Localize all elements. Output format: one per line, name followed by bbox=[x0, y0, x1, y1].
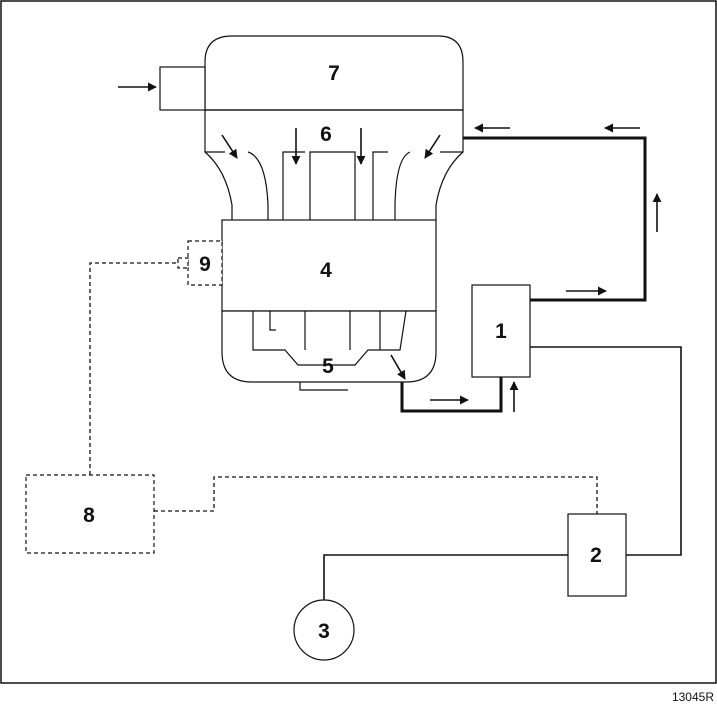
arrow-exhaust-out bbox=[390, 354, 406, 380]
label-3: 3 bbox=[318, 620, 330, 643]
label-2: 2 bbox=[590, 544, 602, 567]
return-pipe-to-manifold bbox=[463, 136, 647, 302]
label-6: 6 bbox=[320, 123, 332, 146]
component-4-engine-block bbox=[221, 219, 437, 312]
component-6-intake-manifold bbox=[204, 110, 464, 220]
label-4: 4 bbox=[320, 259, 332, 282]
label-7: 7 bbox=[328, 62, 340, 85]
component-5-exhaust-manifold bbox=[221, 310, 437, 391]
label-9: 9 bbox=[199, 253, 211, 276]
diagram-frame bbox=[0, 0, 717, 684]
label-1: 1 bbox=[495, 320, 507, 343]
wire-unit-1-to-unit-2 bbox=[530, 346, 682, 556]
component-9-sensor bbox=[177, 240, 223, 286]
reference-code: 13045R bbox=[672, 690, 714, 704]
wire-unit-2-to-unit-3 bbox=[323, 554, 568, 600]
label-5: 5 bbox=[322, 355, 334, 378]
flow-arrows bbox=[118, 82, 662, 412]
arrow-runner-1 bbox=[221, 134, 238, 159]
label-8: 8 bbox=[83, 504, 95, 527]
exhaust-pipe-to-unit-1 bbox=[400, 377, 503, 413]
wire-module-8-to-unit-2 bbox=[154, 476, 598, 514]
component-7-air-box bbox=[159, 35, 464, 111]
wire-module-8-to-sensor-9 bbox=[89, 262, 178, 475]
arrow-runner-4 bbox=[424, 134, 441, 159]
